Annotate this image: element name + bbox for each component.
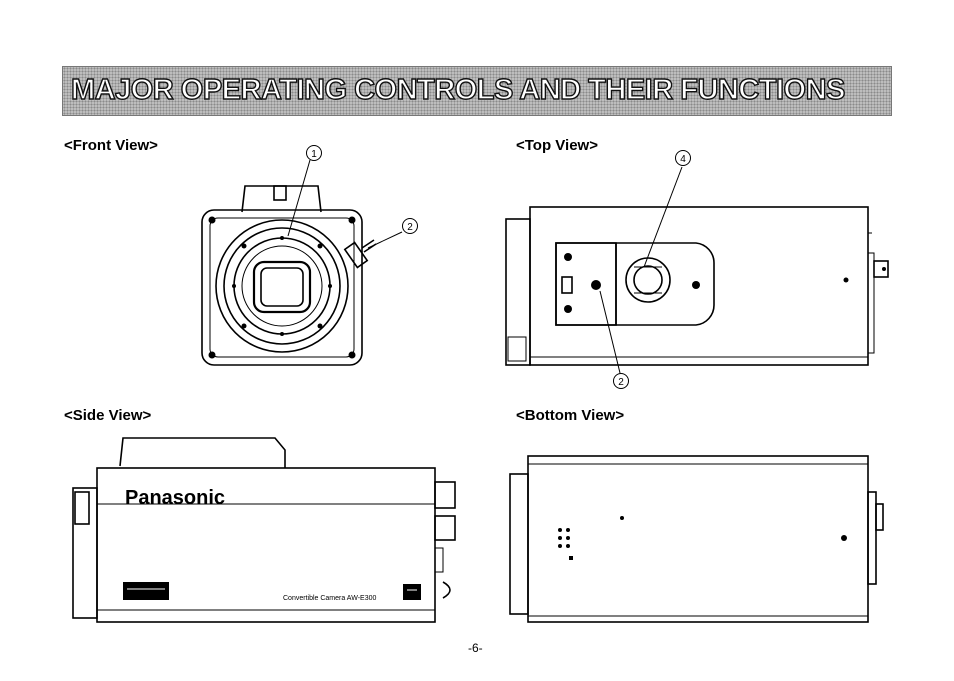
- top-view-drawing: 4 2: [505, 150, 889, 389]
- page-number: -6-: [468, 641, 483, 655]
- section-banner: MAJOR OPERATING CONTROLS AND THEIR FUNCT…: [62, 66, 892, 116]
- front-view-drawing: 1 2: [201, 145, 418, 366]
- model-label: Convertible Camera AW-E300: [283, 595, 376, 602]
- callout-4: 4: [680, 154, 686, 165]
- bottom-view-drawing: [509, 455, 884, 623]
- section-title: MAJOR OPERATING CONTROLS AND THEIR FUNCT…: [70, 73, 846, 106]
- callout-1: 1: [311, 149, 317, 160]
- brand-logo: Panasonic: [125, 487, 225, 509]
- top-view-label: <Top View>: [516, 137, 598, 154]
- front-view-label: <Front View>: [64, 137, 158, 154]
- callout-2-front: 2: [407, 222, 413, 233]
- side-view-label: <Side View>: [64, 407, 152, 424]
- bottom-view-label: <Bottom View>: [516, 407, 625, 424]
- callout-2-top: 2: [618, 377, 624, 388]
- side-view-drawing: Panasonic Convertible Camera AW-E300: [72, 437, 456, 623]
